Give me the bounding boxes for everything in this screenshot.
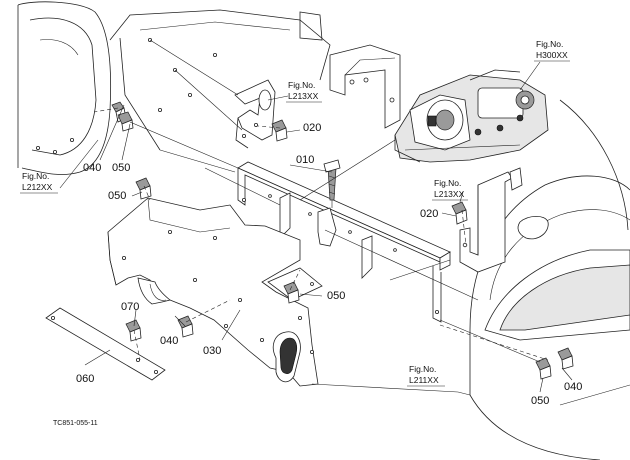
label-070: 070	[121, 301, 139, 313]
figure-ref-h300: Fig.No. H300XX	[534, 39, 570, 62]
upper-frame-plate	[109, 9, 331, 151]
plate-030	[107, 197, 319, 387]
bolt-050-right	[535, 357, 552, 380]
label-060: 060	[76, 373, 94, 385]
svg-text:Fig.No.: Fig.No.	[288, 80, 315, 90]
svg-text:Fig.No.: Fig.No.	[536, 39, 563, 49]
figure-ref-l212: Fig.No. L212XX	[20, 171, 58, 194]
hydraulic-valve-assembly	[394, 69, 549, 163]
bolt-040-left	[117, 111, 134, 132]
right-fender	[469, 99, 630, 460]
bolt-070	[125, 319, 142, 342]
label-030: 030	[203, 345, 221, 357]
svg-text:L213XX: L213XX	[434, 189, 465, 199]
svg-text:H300XX: H300XX	[536, 50, 568, 60]
label-010: 010	[296, 154, 314, 166]
screw-010	[323, 159, 341, 173]
bolt-020-right	[451, 201, 468, 225]
label-040-mid: 040	[160, 335, 178, 347]
label-020-right: 020	[420, 208, 438, 220]
plate-060	[45, 307, 166, 381]
label-050-left-top: 050	[108, 190, 126, 202]
bolt-040-right	[557, 347, 574, 370]
label-040-left: 040	[83, 162, 101, 174]
label-020-top: 020	[303, 122, 321, 134]
svg-text:Fig.No.: Fig.No.	[22, 171, 49, 181]
figure-ref-l213-top: Fig.No. L213XX	[286, 80, 322, 103]
leader-lines	[59, 39, 573, 396]
figure-ref-l213-right: Fig.No. L213XX	[432, 178, 468, 201]
svg-text:L213XX: L213XX	[288, 91, 319, 101]
bolt-020-top	[271, 119, 288, 142]
svg-text:Fig.No.: Fig.No.	[409, 364, 436, 374]
upper-left-bracket	[234, 79, 276, 149]
svg-text:L211XX: L211XX	[409, 375, 439, 385]
right-side-bracket	[459, 167, 523, 273]
rear-frame-bracket	[299, 11, 401, 129]
label-050-mid: 050	[327, 290, 345, 302]
label-050-left: 050	[112, 162, 130, 174]
label-050-right: 050	[531, 395, 549, 407]
bolt-040-mid	[177, 315, 194, 338]
left-fender-outline	[17, 1, 112, 175]
frame-010	[237, 161, 451, 323]
drawing-code: TC851-055-11	[53, 420, 98, 427]
svg-text:L212XX: L212XX	[22, 182, 53, 192]
bolt-050-left-top	[135, 177, 152, 200]
svg-text:Fig.No.: Fig.No.	[434, 178, 461, 188]
label-040-right: 040	[564, 381, 582, 393]
figure-ref-l211: Fig.No. L211XX	[407, 364, 445, 387]
